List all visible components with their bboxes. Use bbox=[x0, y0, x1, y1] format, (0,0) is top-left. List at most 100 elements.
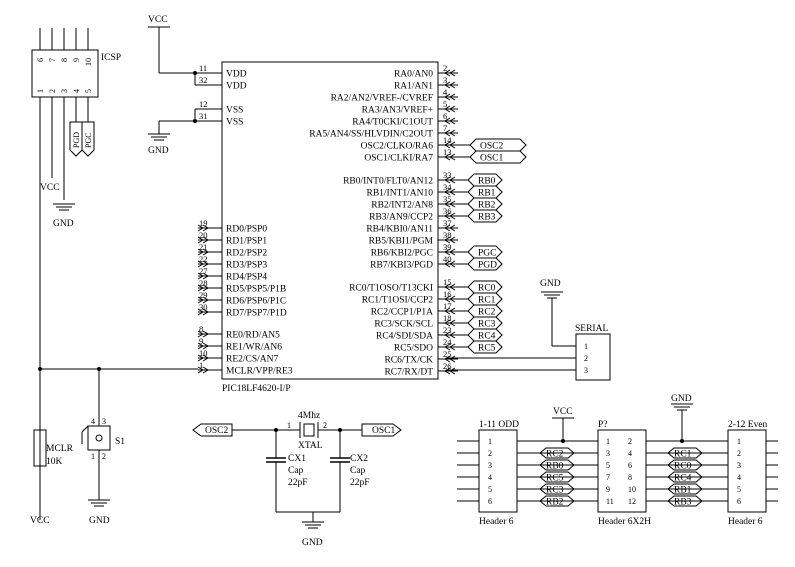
header-right-tag-text-rc4: RC4 bbox=[674, 474, 692, 484]
header-mid-pin-2: 2 bbox=[628, 437, 632, 446]
cap1-ref: CX1 bbox=[288, 454, 306, 464]
header-right-tag-text-rc0: RC0 bbox=[674, 462, 692, 472]
mcu-pin-14-name: OSC2/CLKO/RA6 bbox=[361, 142, 434, 152]
mcu-pin-29-name: RD6/PSP6/P1C bbox=[226, 297, 286, 307]
mcu-pin-38-number: 38 bbox=[443, 230, 452, 240]
header-left-tag-rc2 bbox=[539, 447, 575, 459]
header-left-tag-text-rc5: RC5 bbox=[546, 474, 564, 484]
header-mid-pin-12: 12 bbox=[628, 497, 636, 506]
mcu-pin-33-number: 33 bbox=[443, 170, 452, 180]
sw-pin-4: 4 bbox=[91, 417, 95, 426]
mcu-pin-5-name: RA3/AN3/VREF+ bbox=[362, 106, 433, 116]
mcu-pin-1-arrow2 bbox=[202, 366, 209, 374]
mcu-pin-40-arrow bbox=[444, 260, 451, 268]
mcu-pin-26-name: RC7/RX/DT bbox=[384, 368, 433, 378]
mcu-pin-21-arrow bbox=[197, 248, 204, 256]
header-right-tag-text-rc1: RC1 bbox=[674, 450, 692, 460]
mcu-pin-3-arrow2 bbox=[449, 81, 456, 89]
header-right-tag-text-rb1: RB1 bbox=[674, 486, 692, 496]
header-left-body bbox=[478, 429, 518, 513]
gnd-vss-symbol: GND bbox=[148, 108, 222, 156]
net-tag-pgd-text: PGD bbox=[478, 261, 497, 271]
cap2-value: 22pF bbox=[350, 478, 370, 488]
net-tag-osc1-text: OSC1 bbox=[480, 154, 503, 164]
mcu-pin-33-arrow bbox=[444, 176, 451, 184]
header-section: 1-11 ODD Header 6 P? Header 6X2H 2-12 Ev… bbox=[457, 394, 778, 527]
mcu-pin-17-arrow2 bbox=[449, 307, 456, 315]
net-tag-rb3-shape bbox=[467, 209, 503, 223]
header-mid-footer: Header 6X2H bbox=[598, 517, 651, 527]
mcu-pin-2-arrow2 bbox=[449, 69, 456, 77]
reset-switch bbox=[87, 425, 111, 451]
header-mid-pin-7: 7 bbox=[606, 473, 610, 482]
mcu-pin-1-arrow bbox=[197, 366, 204, 374]
mcu-pin-16-name: RC1/T1OSI/CCP2 bbox=[362, 296, 434, 306]
mcu-pin-9-number: 9 bbox=[199, 336, 203, 346]
icsp-gnd-label: GND bbox=[53, 219, 74, 229]
mcu-pin-4-number: 4 bbox=[443, 87, 448, 97]
mcu-pin-4-arrow bbox=[444, 93, 451, 101]
header-mid-pin-3: 3 bbox=[606, 449, 610, 458]
mcu-pin-3-number: 3 bbox=[443, 75, 447, 85]
mcu-pin-8-arrow2 bbox=[202, 330, 209, 338]
mcu-pin-20-name: RD1/PSP1 bbox=[226, 237, 267, 247]
crystal-circuit: OSC2 OSC1 4Mhz XTAL 1 2 GND CX1 Cap 22pF… bbox=[192, 411, 402, 548]
mcu-pin-36-number: 36 bbox=[443, 206, 452, 216]
mcu-pin-5-arrow bbox=[444, 105, 451, 113]
header-mid-pin-9: 9 bbox=[606, 485, 610, 494]
mcu-pin-9-arrow bbox=[197, 342, 204, 350]
header-right-tag-rb3 bbox=[667, 495, 703, 507]
mcu-pin-20-number: 20 bbox=[199, 230, 208, 240]
mcu-pin-25-name: RC6/TX/CK bbox=[384, 356, 433, 366]
mcu-body bbox=[221, 61, 439, 380]
mcu-pin-5-arrow2 bbox=[449, 105, 456, 113]
mcu-pin-11-number: 11 bbox=[199, 63, 207, 73]
icsp-pin-7: 7 bbox=[48, 58, 57, 62]
mcu-pin-10-arrow bbox=[197, 354, 204, 362]
mcu-pin-6-number: 6 bbox=[443, 111, 447, 121]
mcu-pin-9-name: RE1/WR/AN6 bbox=[226, 343, 282, 353]
osc1-tag-crystal bbox=[361, 423, 402, 437]
mcu-pin-14-number: 14 bbox=[443, 135, 452, 145]
net-tag-pgd-shape bbox=[467, 257, 503, 271]
mcu-pin-13-arrow2 bbox=[449, 153, 456, 161]
crystal-pin-1: 1 bbox=[287, 421, 291, 430]
mcu-pin-29-arrow2 bbox=[202, 296, 209, 304]
header-left-pin-5: 5 bbox=[488, 485, 492, 494]
mcu-pin-24-arrow2 bbox=[449, 343, 456, 351]
header-left-footer: Header 6 bbox=[479, 517, 514, 527]
cap2-type: Cap bbox=[350, 466, 366, 476]
mcu-pin-31-name: VSS bbox=[226, 118, 243, 128]
mcu-pin-22-number: 22 bbox=[199, 254, 208, 264]
icsp-body bbox=[31, 49, 99, 98]
mcu-pin-23-arrow2 bbox=[449, 331, 456, 339]
icsp-pgd-tag bbox=[69, 121, 83, 157]
header-left-pin-1: 1 bbox=[488, 437, 492, 446]
mcu-pin-6-arrow bbox=[444, 117, 451, 125]
icsp-pgd-text: PGD bbox=[72, 132, 81, 148]
icsp-pin-5: 5 bbox=[84, 89, 93, 93]
header-left-tag-text-rb2: RB2 bbox=[546, 498, 564, 508]
crystal-freq: 4Mhz bbox=[298, 411, 320, 421]
mcu-pin-30-number: 30 bbox=[199, 302, 208, 312]
mcu-pin-9-arrow2 bbox=[202, 342, 209, 350]
header-right-tag-rc0 bbox=[667, 459, 703, 471]
mcu-pin-28-number: 28 bbox=[199, 278, 208, 288]
header-left-tag-rc5 bbox=[539, 471, 575, 483]
mcu-pin-27-name: RD4/PSP4 bbox=[226, 273, 267, 283]
net-tag-rb3-text: RB3 bbox=[478, 213, 496, 223]
mcu-pin-8-name: RE0/RD/AN5 bbox=[226, 331, 280, 341]
mcu-right-pins: 2RA0/AN03RA1/AN14RA2/AN2/VREF-/CVREF5RA3… bbox=[309, 63, 458, 378]
mcu-pin-15-arrow bbox=[444, 283, 451, 291]
mcu-pin-2-name: RA0/AN0 bbox=[394, 70, 433, 80]
mcu-pin-32-number: 32 bbox=[199, 75, 208, 85]
mcu-pin-37-number: 37 bbox=[443, 218, 452, 228]
mcu-pin-7-arrow2 bbox=[449, 129, 456, 137]
header-right-footer: Header 6 bbox=[728, 517, 763, 527]
icsp-label: ICSP bbox=[101, 53, 121, 63]
header-left-pin-4: 4 bbox=[488, 473, 492, 482]
mcu-pin-19-number: 19 bbox=[199, 218, 208, 228]
mcu-pin-24-name: RC5/SDO bbox=[394, 344, 433, 354]
mcu-pin-36-arrow bbox=[444, 212, 451, 220]
